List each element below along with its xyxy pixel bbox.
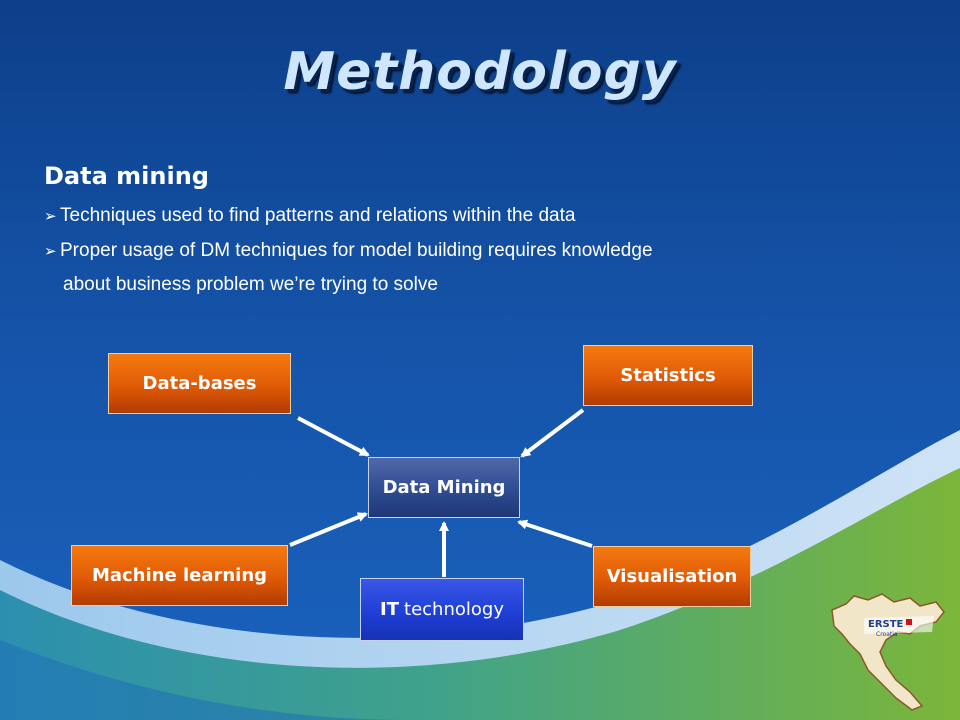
erste-croatia-logo: ERSTE Croatia bbox=[831, 593, 945, 711]
node-visualisation: Visualisation bbox=[593, 546, 751, 607]
section-heading: Data mining bbox=[44, 162, 209, 190]
node-it-bold: IT bbox=[380, 599, 400, 620]
arrow-statistics-to-center bbox=[520, 408, 585, 458]
node-it-rest: technology bbox=[404, 599, 504, 620]
arrow-machine-learning-to-center bbox=[289, 512, 368, 547]
node-statistics: Statistics bbox=[583, 345, 753, 406]
arrow-bullet-icon: ➢ bbox=[44, 208, 57, 225]
slide-title: Methodology bbox=[283, 42, 677, 102]
bullet-continuation: about business problem we’re trying to s… bbox=[63, 274, 438, 295]
node-data-mining: Data Mining bbox=[368, 457, 520, 518]
bullet-text: Proper usage of DM techniques for model … bbox=[60, 240, 653, 261]
bullet-item-1: ➢Techniques used to find patterns and re… bbox=[44, 205, 575, 227]
bullet-text: Techniques used to find patterns and rel… bbox=[60, 205, 576, 226]
arrow-databases-to-center bbox=[297, 416, 370, 457]
arrow-bullet-icon: ➢ bbox=[44, 243, 57, 260]
svg-text:Croatia: Croatia bbox=[876, 631, 898, 638]
node-databases: Data-bases bbox=[108, 353, 291, 414]
arrow-visualisation-to-center bbox=[517, 519, 593, 548]
bullet-item-2: ➢Proper usage of DM techniques for model… bbox=[44, 240, 653, 262]
node-machine-learning: Machine learning bbox=[71, 545, 288, 606]
svg-text:ERSTE: ERSTE bbox=[868, 619, 904, 630]
